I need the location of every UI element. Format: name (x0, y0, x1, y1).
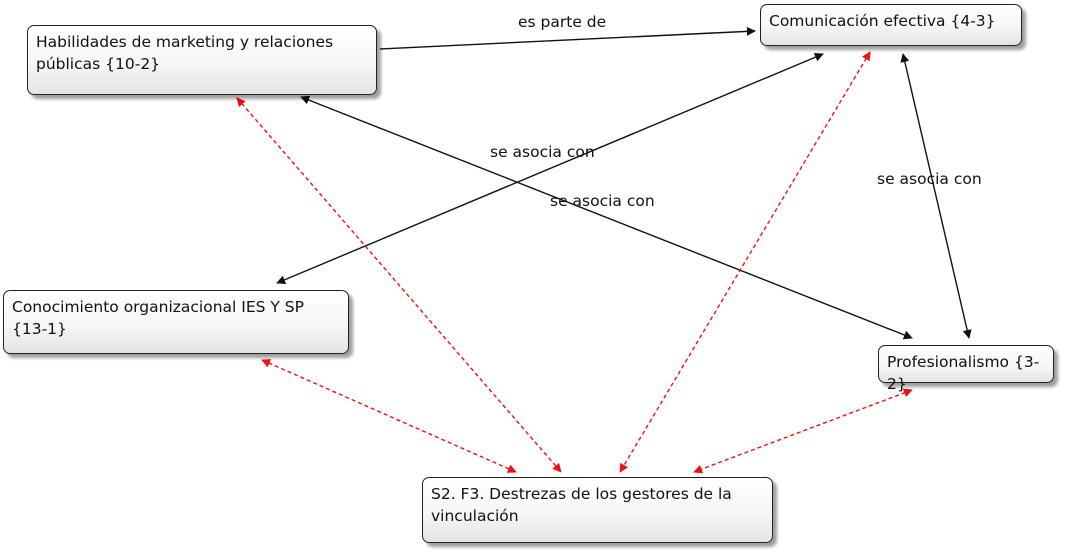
link-comunicacion-profesionalismo (900, 53, 972, 339)
node-habilidades-marketing[interactable]: Habilidades de marketing y relaciones pú… (27, 25, 377, 95)
link-conocimiento-destrezas (261, 359, 517, 473)
relation-label-comunicacion-profesionalismo: se asocia con (877, 170, 982, 188)
relation-label-habilidades-profesionalismo: se asocia con (550, 192, 655, 210)
node-conocimiento-organizacional[interactable]: Conocimiento organizacional IES Y SP {13… (3, 290, 349, 354)
relation-label-comunicacion-conocimiento: se asocia con (490, 143, 595, 161)
link-habilidades-comunicacion (379, 26, 756, 50)
node-comunicacion-efectiva[interactable]: Comunicación efectiva {4-3} (760, 4, 1022, 46)
link-habilidades-destrezas (236, 97, 562, 473)
node-destrezas-gestores[interactable]: S2. F3. Destrezas de los gestores de la … (422, 477, 773, 543)
link-profesionalismo-destrezas (693, 388, 913, 474)
link-comunicacion-destrezas (619, 51, 871, 473)
relation-label-es-parte-de: es parte de (518, 13, 607, 31)
node-profesionalismo[interactable]: Profesionalismo {3-2} (878, 345, 1054, 393)
link-habilidades-profesionalismo (300, 95, 913, 340)
